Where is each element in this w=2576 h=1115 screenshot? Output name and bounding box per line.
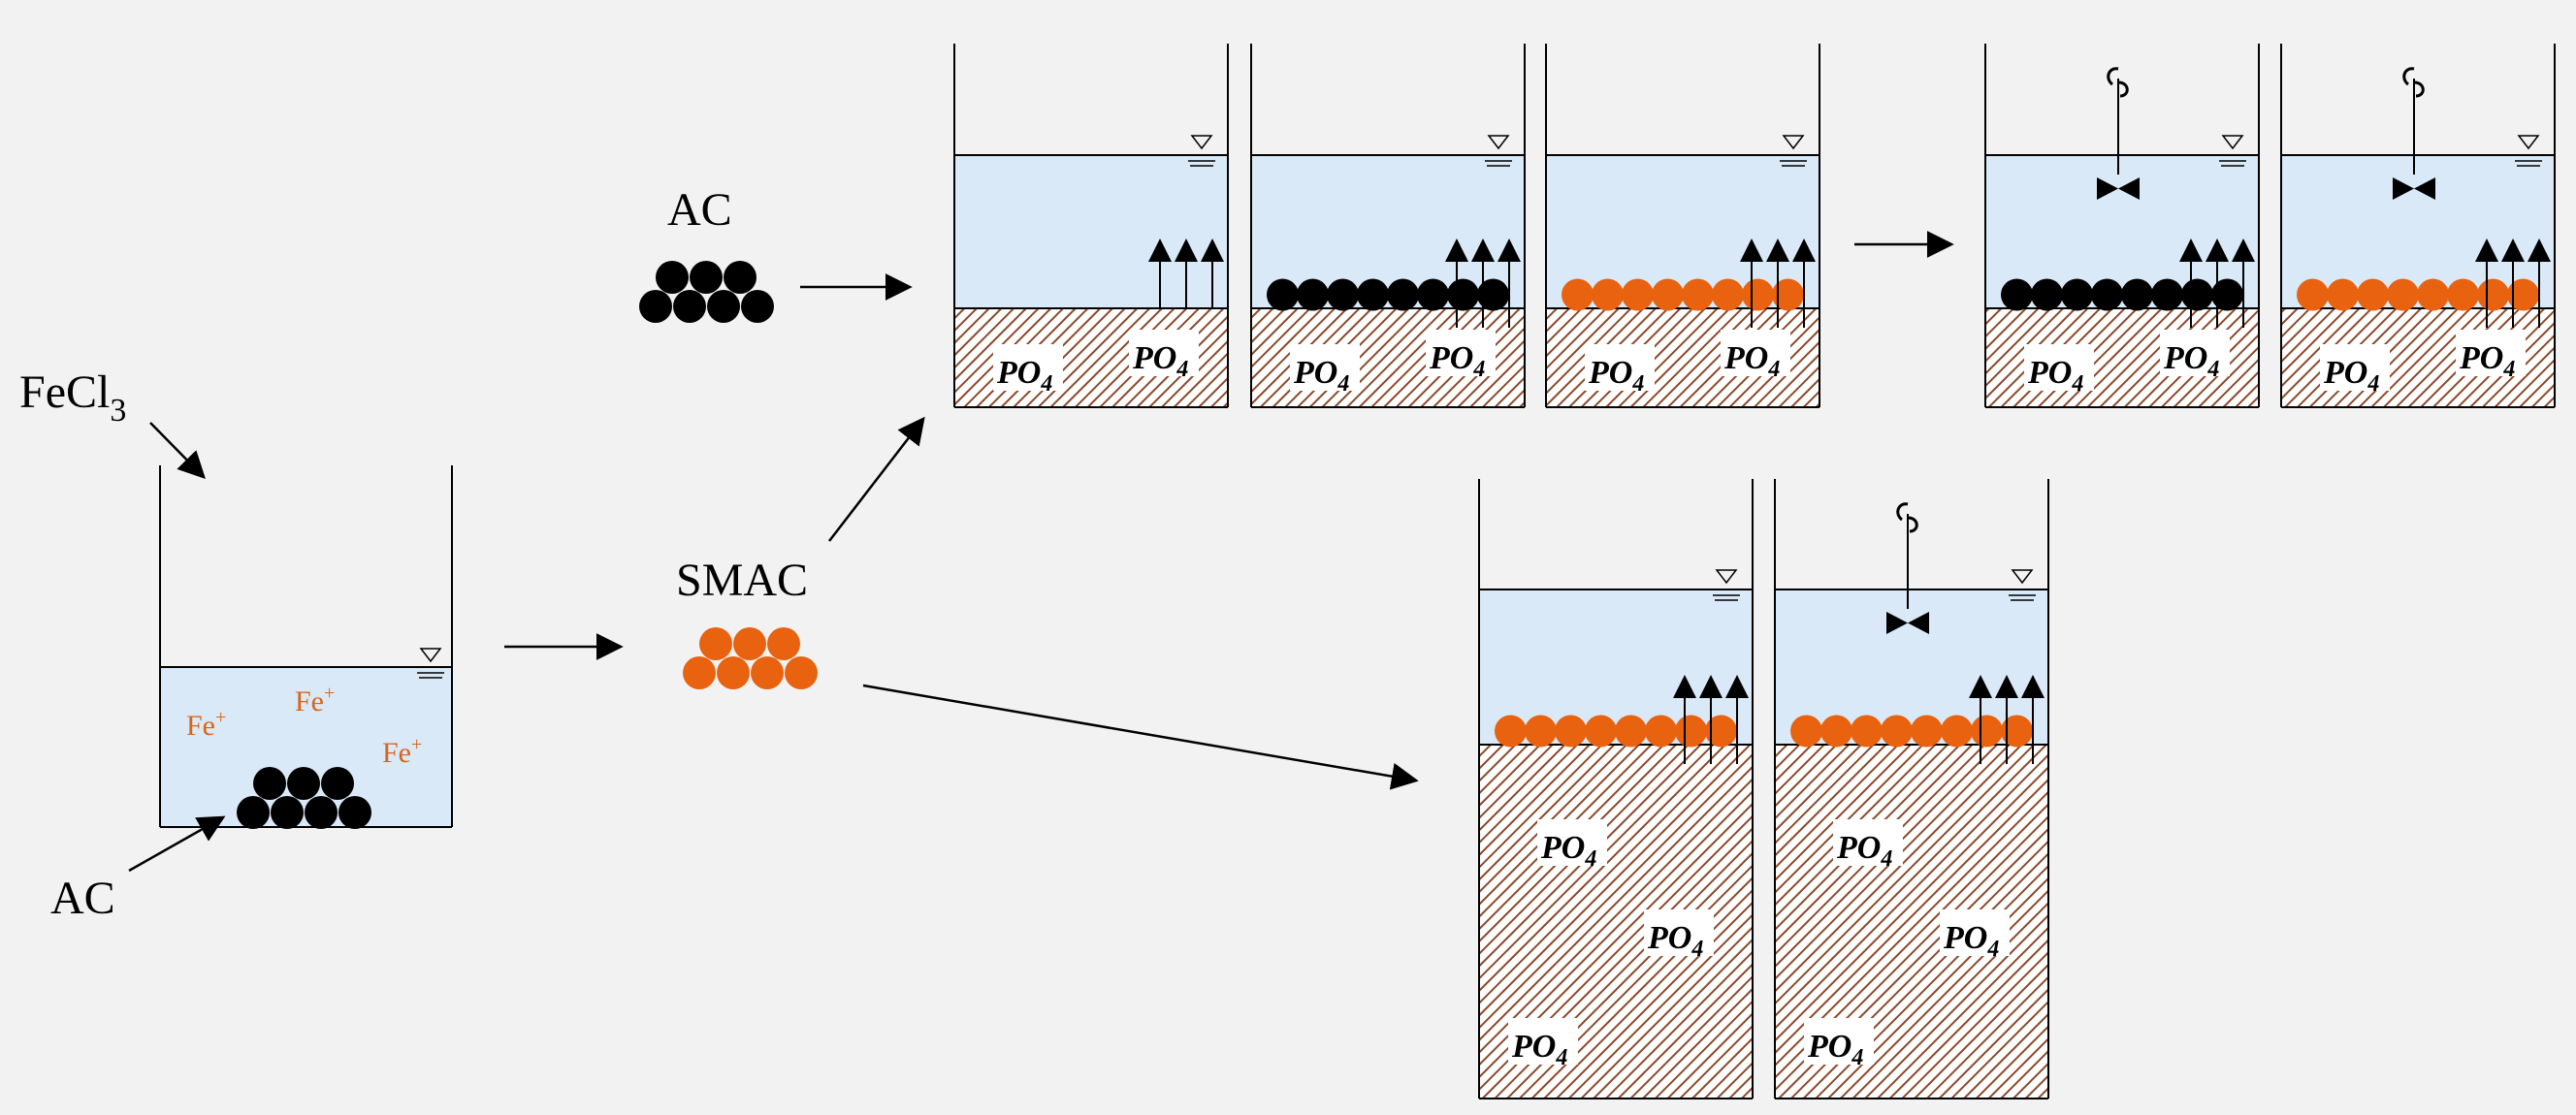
valve-icon <box>1886 502 1929 634</box>
fe-ion-label: Fe+ <box>295 683 335 717</box>
po4-label: PO4 <box>1943 920 1999 962</box>
fecl3-arrow <box>149 422 206 479</box>
smac-to-top-columns-arrow <box>828 416 925 542</box>
po4-label: PO4 <box>2163 340 2219 382</box>
fe-ion-label: Fe+ <box>382 734 422 769</box>
po4-label: PO4 <box>1647 920 1703 962</box>
ac-input-label: AC <box>50 873 115 924</box>
smac-capping-layer <box>1790 715 2033 748</box>
fecl3-label: FeCl3 <box>19 366 126 429</box>
column-smac-cap: PO4 PO4 <box>1545 44 1820 408</box>
po4-label: PO4 <box>1588 355 1644 397</box>
po4-label: PO4 <box>1429 340 1485 382</box>
column-ac-cap-mixed: PO4 PO4 <box>1984 44 2260 408</box>
smac-to-bottom-columns-arrow <box>862 684 1419 790</box>
phosphate-flux-arrows <box>1740 239 1816 328</box>
po4-label: PO4 <box>1132 340 1188 382</box>
ac-capping-layer <box>2001 278 2243 311</box>
water-level-icon <box>1780 135 1807 167</box>
fe-ion-label: Fe+ <box>186 707 226 742</box>
po4-label: PO4 <box>1836 830 1892 872</box>
smac-capping-layer <box>2297 278 2539 311</box>
phosphate-flux-arrows <box>2475 239 2551 328</box>
po4-label: PO4 <box>2323 355 2379 397</box>
smac-particles <box>683 627 818 689</box>
ac-particles-top <box>639 261 774 323</box>
mixing-tank: Fe+ Fe+ Fe+ <box>159 465 453 829</box>
column-ac-cap: PO4 PO4 <box>1250 44 1526 408</box>
smac-capping-layer <box>1495 715 1737 748</box>
water-level-icon <box>1713 569 1740 601</box>
smac-capping-layer <box>1562 278 1804 311</box>
po4-label: PO4 <box>1807 1029 1863 1070</box>
po4-label: PO4 <box>2027 355 2083 397</box>
ac-capping-layer <box>1267 278 1509 311</box>
po4-label: PO4 <box>1293 355 1349 397</box>
po4-label: PO4 <box>1540 830 1596 872</box>
water-level-icon <box>2009 569 2036 601</box>
phosphate-flux-arrows <box>1673 675 1749 764</box>
column-baseline: PO4 PO4 <box>953 44 1229 408</box>
po4-label: PO4 <box>1511 1029 1567 1070</box>
po4-label: PO4 <box>996 355 1052 397</box>
phosphate-flux-arrows <box>1969 675 2045 764</box>
phosphate-flux-arrows <box>1148 239 1224 308</box>
phosphate-flux-arrows <box>2179 239 2255 328</box>
ac-top-label: AC <box>667 184 732 236</box>
water-level-icon <box>2515 135 2542 167</box>
water-level-icon <box>417 648 444 679</box>
water-level-icon <box>1485 135 1512 167</box>
column-smac-cap-mixed: PO4 PO4 <box>2280 44 2556 408</box>
po4-label: PO4 <box>1723 340 1780 382</box>
valve-icon <box>2393 67 2435 200</box>
po4-label: PO4 <box>2459 340 2515 382</box>
phosphate-flux-arrows <box>1445 239 1521 328</box>
water-level-icon <box>2219 135 2246 167</box>
valve-icon <box>2097 67 2140 200</box>
water-level-icon <box>1188 135 1215 167</box>
smac-label: SMAC <box>676 555 808 606</box>
ac-input-arrow <box>128 815 226 873</box>
ac-particles-in-tank <box>237 767 371 829</box>
